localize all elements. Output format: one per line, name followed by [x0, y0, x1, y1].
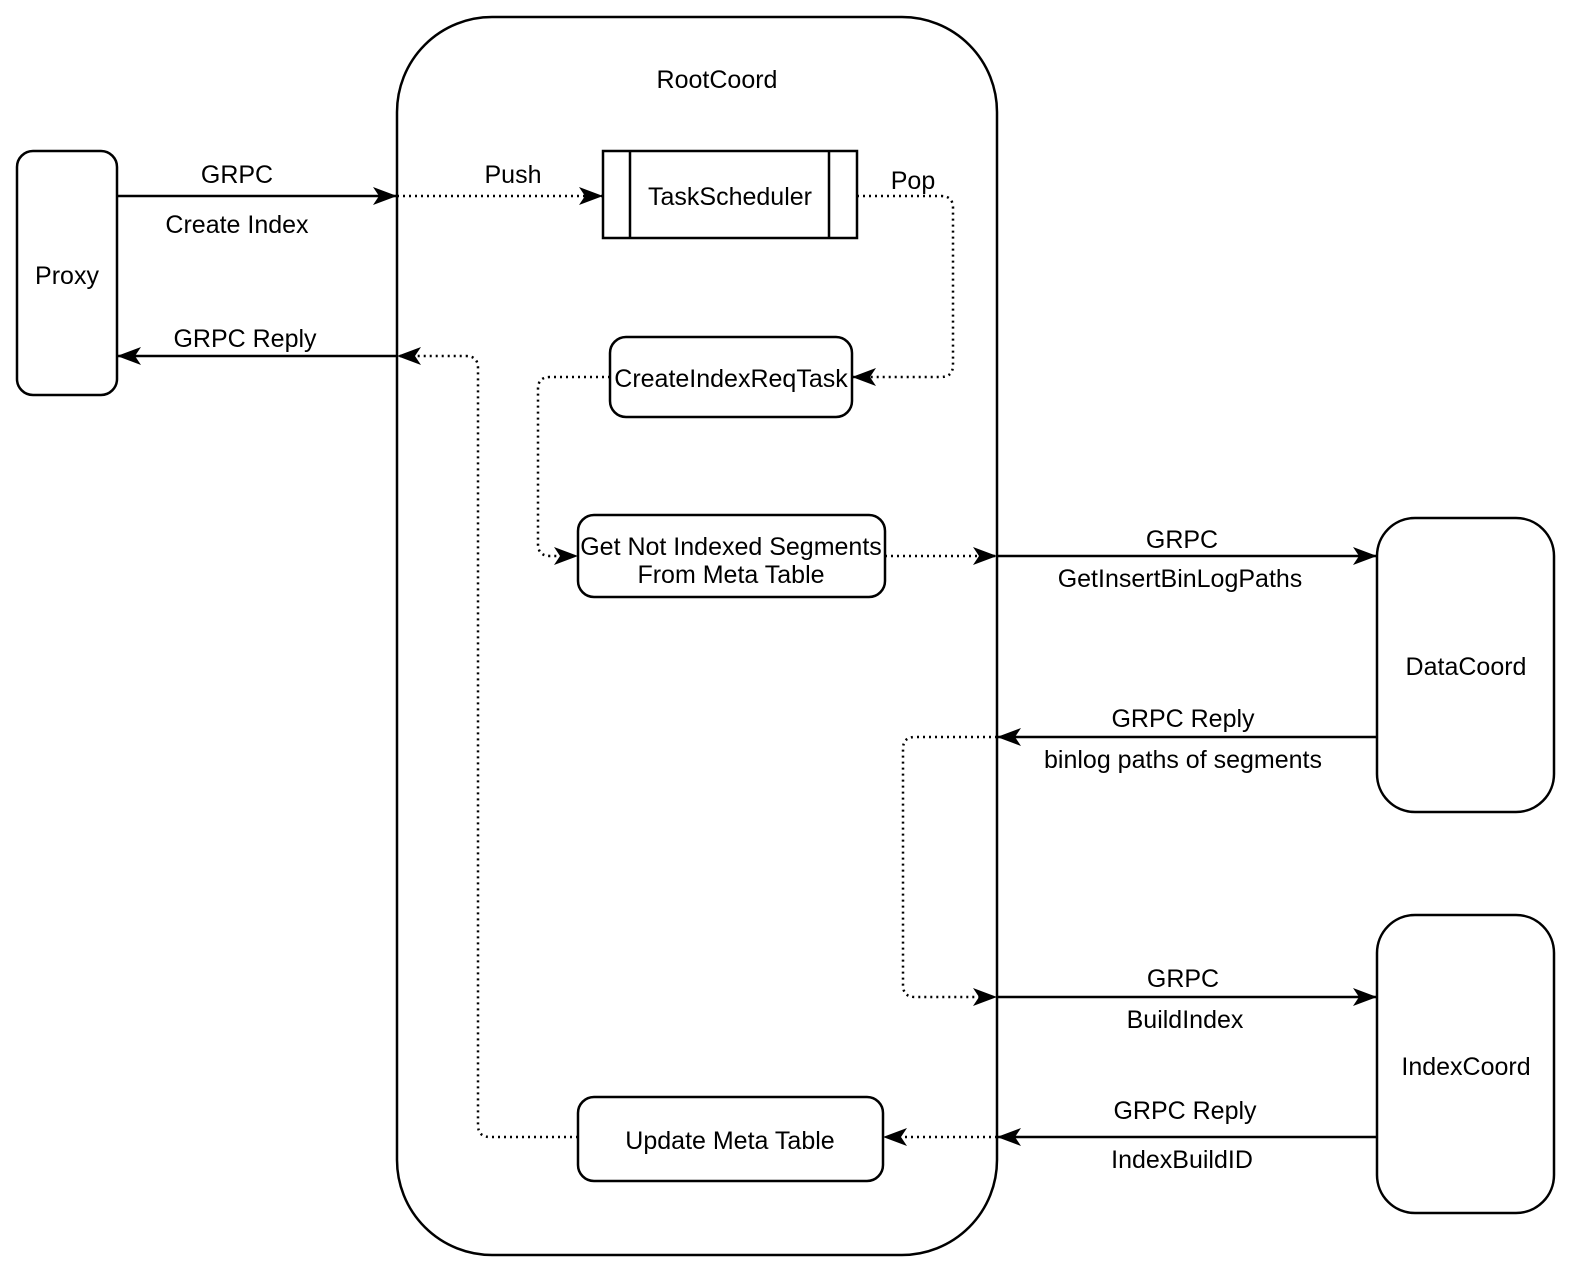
index-coord-node: [1375, 913, 1556, 1215]
grpc-reply-proxy-label: GRPC Reply: [173, 325, 317, 353]
update-meta-table-label: Update Meta Table: [625, 1127, 834, 1155]
pop-arrow: [852, 194, 955, 386]
index-build-id-grpc-label: GRPC Reply: [1113, 1097, 1257, 1125]
binlog-reply-grpc-label: GRPC Reply: [1111, 705, 1255, 733]
get-not-indexed-segments-label-line2: From Meta Table: [637, 561, 824, 589]
data-coord-label: DataCoord: [1406, 653, 1527, 681]
proxy-node: [15, 149, 119, 397]
get-insert-binlog-label: GetInsertBinLogPaths: [1058, 565, 1303, 593]
push-label: Push: [485, 161, 542, 189]
create-index-label: Create Index: [165, 211, 309, 239]
binlog-reply-label: binlog paths of segments: [1044, 746, 1322, 774]
create-index-req-task-label: CreateIndexReqTask: [614, 365, 848, 393]
build-index-label: BuildIndex: [1127, 1006, 1244, 1034]
get-not-indexed-segments-label-line1: Get Not Indexed Segments: [580, 533, 882, 561]
build-index-grpc-label: GRPC: [1147, 965, 1219, 993]
task-scheduler-label: TaskScheduler: [648, 183, 812, 211]
rootcoord-container: [395, 15, 999, 1257]
data-coord-node: [1375, 516, 1556, 814]
index-build-id-label: IndexBuildID: [1111, 1146, 1253, 1174]
rootcoord-title: RootCoord: [657, 66, 778, 94]
task-scheduler-node: [601, 149, 859, 240]
create-task-to-get-segments-arrow: [536, 375, 610, 565]
pop-label: Pop: [891, 167, 935, 195]
index-coord-label: IndexCoord: [1401, 1053, 1530, 1081]
create-index-grpc-label: GRPC: [201, 161, 273, 189]
proxy-label: Proxy: [35, 262, 99, 290]
get-insert-binlog-grpc-label: GRPC: [1146, 526, 1218, 554]
